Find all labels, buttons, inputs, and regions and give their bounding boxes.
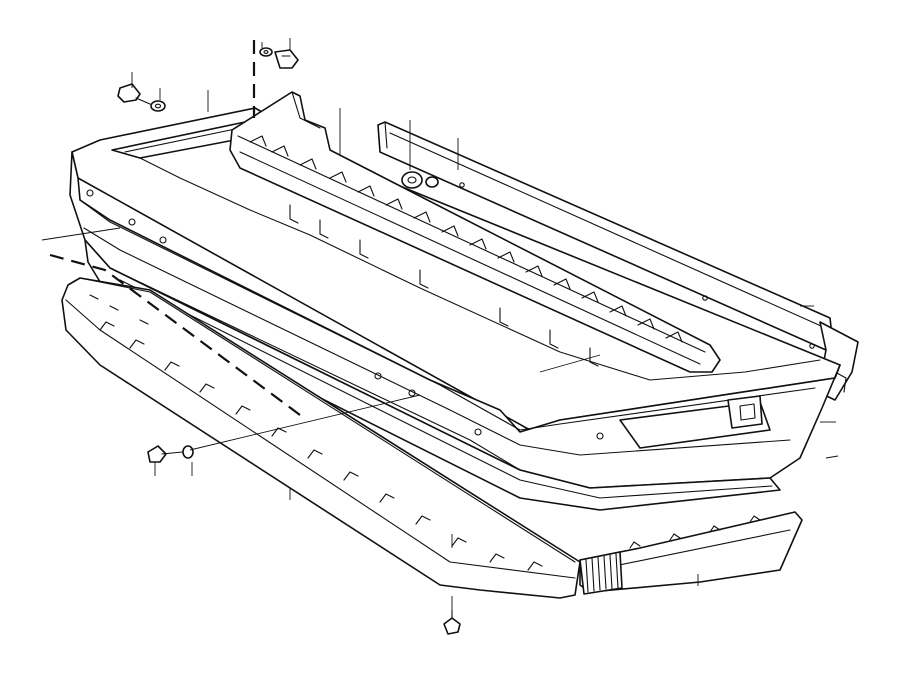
- rail-ribs: [249, 135, 683, 343]
- washer: [182, 445, 194, 459]
- flange-bolt: [147, 445, 183, 463]
- assembly-lines: [41, 40, 601, 451]
- corner-trim-section: [579, 511, 803, 595]
- flange-bolt: [117, 83, 151, 105]
- nut: [150, 100, 166, 112]
- grommet: [401, 171, 439, 189]
- corrugated-joint: [579, 551, 623, 595]
- callout-leaders: [131, 38, 839, 610]
- lower-spoiler-trim: [61, 277, 581, 599]
- washer: [259, 47, 273, 57]
- screw: [443, 609, 461, 635]
- clip-nut: [274, 49, 299, 69]
- bumper-reinforcement-rail: [229, 91, 721, 373]
